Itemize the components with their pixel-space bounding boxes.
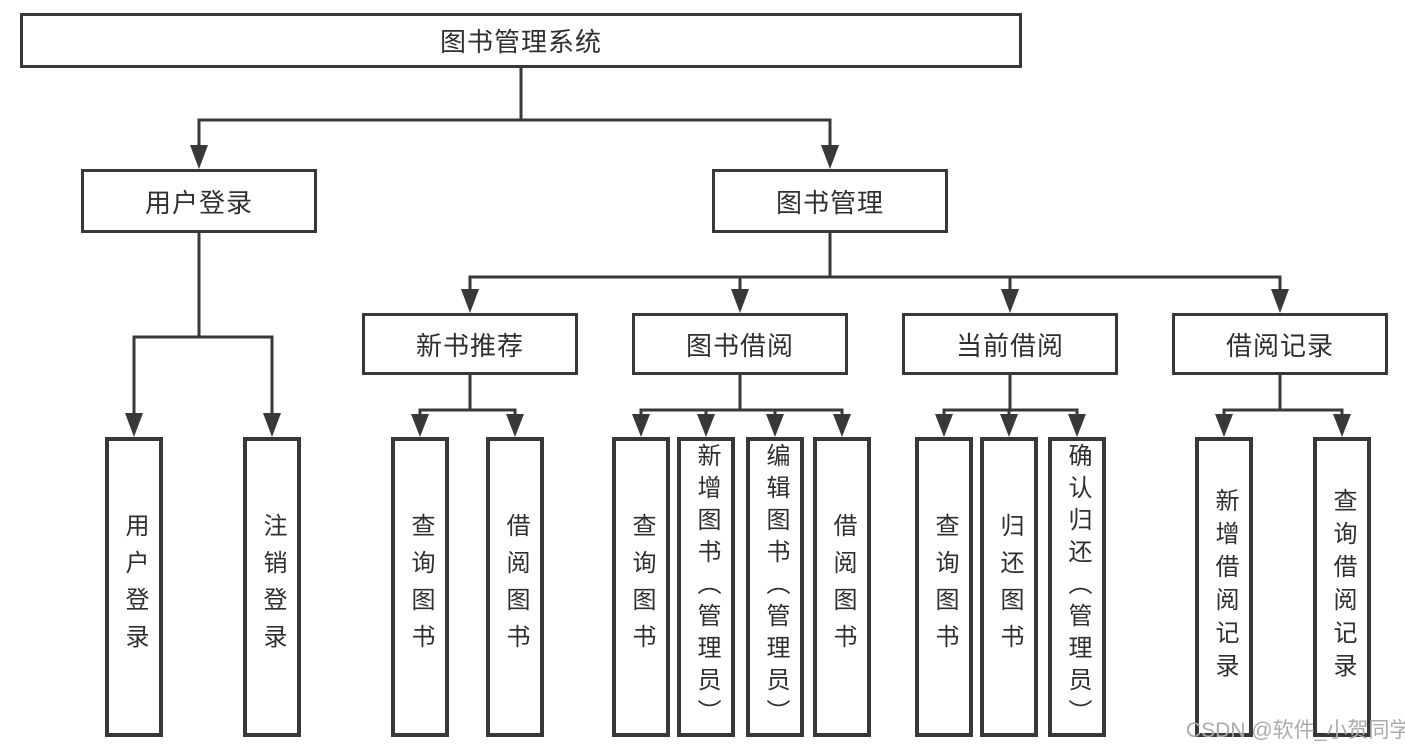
leaf-bb-add-books-label: 新增图书（管理员） [693, 443, 720, 731]
leaf-bb-edit-books-label: 编辑图书（管理员） [762, 443, 789, 731]
node-user-login: 用户登录 [81, 169, 317, 233]
connector-new-book-branch [411, 375, 524, 437]
node-new-book-recommend-label: 新书推荐 [415, 330, 524, 361]
leaf-br-add-record: 新增借阅记录 [1195, 437, 1253, 737]
leaf-logout: 注销登录 [243, 437, 301, 737]
leaf-cb-return-books: 归还图书 [980, 437, 1038, 737]
leaf-cb-query-books: 查询图书 [915, 437, 973, 737]
leaf-bb-borrow-books: 借阅图书 [813, 437, 871, 737]
leaf-nb-query-books-label: 查询图书 [407, 513, 434, 661]
leaf-nb-borrow-books: 借阅图书 [486, 437, 544, 737]
leaf-cb-confirm-return: 确认归还（管理员） [1048, 437, 1106, 737]
connector-user-login-branch [125, 233, 281, 437]
leaf-bb-query-books-label: 查询图书 [628, 513, 655, 661]
node-book-borrow-label: 图书借阅 [685, 330, 794, 361]
node-current-borrow: 当前借阅 [902, 313, 1118, 375]
leaf-br-query-record: 查询借阅记录 [1313, 437, 1371, 737]
leaf-br-add-record-label: 新增借阅记录 [1211, 488, 1238, 686]
leaf-logout-label: 注销登录 [259, 513, 286, 661]
connector-book-borrow-branch [632, 375, 851, 437]
node-book-management-label: 图书管理 [775, 187, 884, 218]
leaf-user-login: 用户登录 [105, 437, 163, 737]
node-current-borrow-label: 当前借阅 [955, 330, 1064, 361]
node-root-label: 图书管理系统 [439, 27, 602, 57]
connector-borrow-records-branch [1215, 375, 1351, 437]
leaf-bb-edit-books: 编辑图书（管理员） [746, 437, 804, 737]
node-borrow-records-label: 借阅记录 [1225, 330, 1334, 361]
connector-current-borrow-branch [935, 375, 1086, 437]
leaf-cb-confirm-return-label: 确认归还（管理员） [1064, 443, 1091, 731]
leaf-nb-query-books: 查询图书 [391, 437, 449, 737]
leaf-bb-add-books: 新增图书（管理员） [677, 437, 735, 737]
connector-book-management-branch [461, 233, 1289, 313]
node-borrow-records: 借阅记录 [1172, 313, 1388, 375]
node-root: 图书管理系统 [20, 13, 1022, 68]
leaf-cb-return-books-label: 归还图书 [996, 513, 1023, 661]
node-book-management: 图书管理 [712, 169, 948, 233]
node-book-borrow: 图书借阅 [632, 313, 848, 375]
csdn-watermark: CSDN @软件_小贺同学 [1186, 719, 1405, 742]
node-user-login-label: 用户登录 [144, 187, 253, 218]
node-new-book-recommend: 新书推荐 [362, 313, 578, 375]
leaf-br-query-record-label: 查询借阅记录 [1329, 488, 1356, 686]
leaf-user-login-label: 用户登录 [121, 513, 148, 661]
leaf-bb-query-books: 查询图书 [612, 437, 670, 737]
connector-root-branch [190, 68, 839, 169]
leaf-cb-query-books-label: 查询图书 [931, 513, 958, 661]
leaf-bb-borrow-books-label: 借阅图书 [829, 513, 856, 661]
leaf-nb-borrow-books-label: 借阅图书 [502, 513, 529, 661]
